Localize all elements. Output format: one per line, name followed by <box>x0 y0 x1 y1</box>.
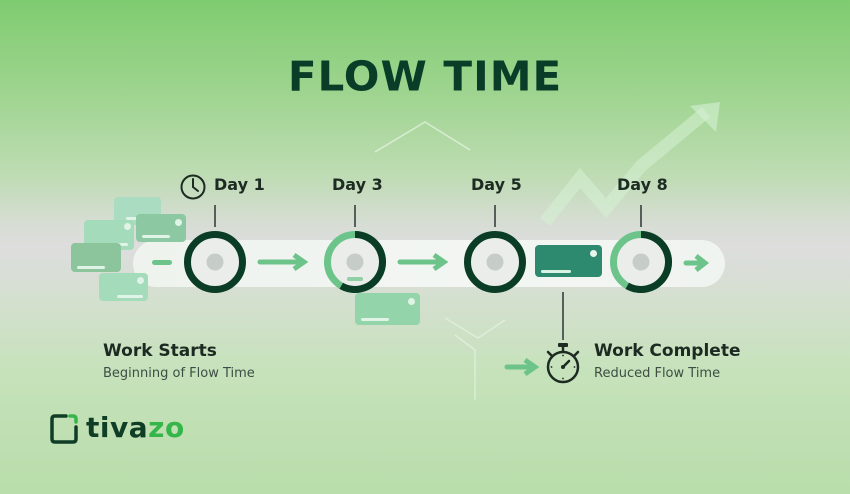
arrow-right-icon <box>257 252 309 272</box>
milestone-tick <box>494 205 496 227</box>
logo-wordmark: tivazo <box>86 411 185 444</box>
completed-work-card <box>535 245 602 277</box>
start-subtitle: Beginning of Flow Time <box>103 366 255 381</box>
work-card <box>355 293 420 325</box>
milestone-ring-day-5 <box>464 231 526 293</box>
arrow-right-icon <box>683 254 710 272</box>
milestone-tick <box>640 205 642 227</box>
logo-text-part2: zo <box>148 411 185 444</box>
milestone-ring-day-3 <box>324 231 386 293</box>
logo-icon <box>50 414 78 444</box>
milestone-ring-day-1 <box>184 231 246 293</box>
milestone-label-day-1: Day 1 <box>214 175 265 194</box>
work-card <box>71 243 121 272</box>
milestone-tick <box>354 205 356 227</box>
end-subtitle: Reduced Flow Time <box>594 366 721 381</box>
milestone-label-day-8: Day 8 <box>617 175 668 194</box>
milestone-label-day-3: Day 3 <box>332 175 383 194</box>
milestone-tick <box>214 205 216 227</box>
start-title: Work Starts <box>103 341 217 361</box>
end-title: Work Complete <box>594 341 741 361</box>
stopwatch-icon <box>546 343 580 384</box>
logo-text-part1: tiva <box>86 411 149 444</box>
track-start-dash <box>152 260 172 265</box>
page-title: FLOW TIME <box>287 52 563 101</box>
milestone-ring-day-8 <box>610 231 672 293</box>
arrow-right-icon <box>397 252 449 272</box>
connector-line <box>562 292 564 340</box>
arrow-right-icon <box>504 357 540 377</box>
work-card <box>99 273 148 301</box>
clock-icon <box>180 174 206 200</box>
work-card <box>136 214 186 242</box>
milestone-label-day-5: Day 5 <box>471 175 522 194</box>
